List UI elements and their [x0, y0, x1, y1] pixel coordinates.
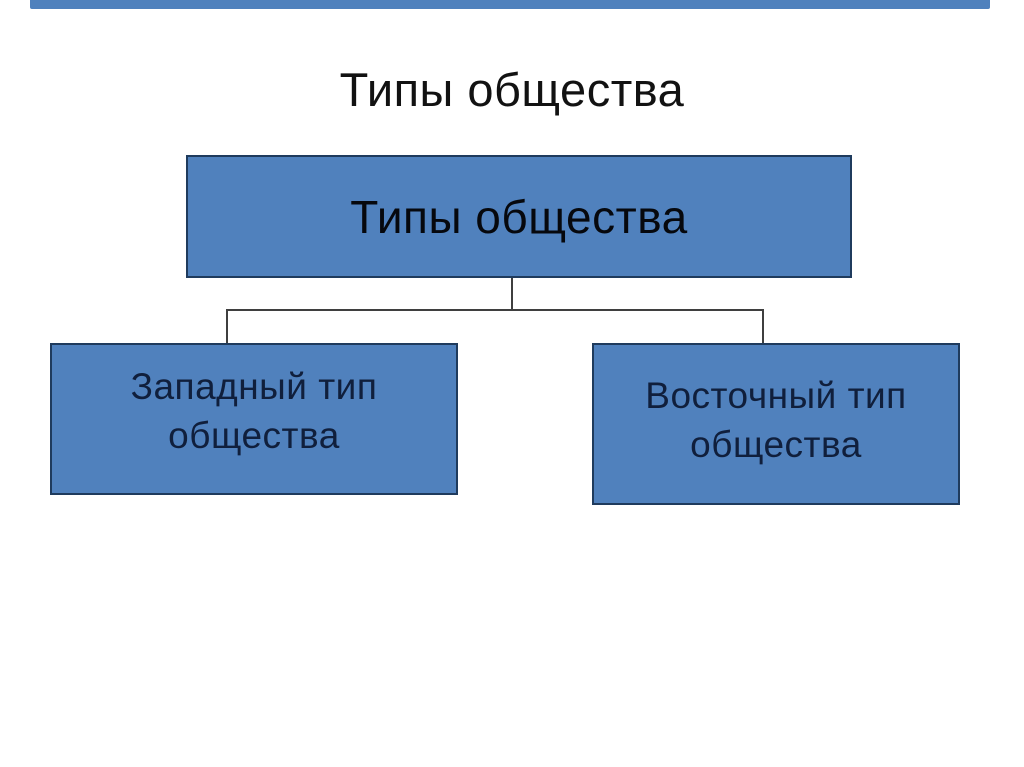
diagram-box-root: Типы общества	[186, 155, 852, 278]
top-accent-bar	[30, 0, 990, 9]
diagram-box-eastern-society: Восточный тип общества	[592, 343, 960, 505]
connector-drop-east	[762, 309, 764, 345]
connector-drop-west	[226, 309, 228, 345]
diagram-box-western-society: Западный тип общества	[50, 343, 458, 495]
page-title: Типы общества	[339, 63, 685, 116]
diagram-box-western-society-label: Западный тип общества	[130, 366, 378, 456]
diagram-box-root-label: Типы общества	[350, 190, 688, 243]
connector-crossbar	[226, 309, 764, 311]
diagram-box-eastern-society-label: Восточный тип общества	[645, 375, 907, 465]
connector-root-stem	[511, 278, 513, 311]
